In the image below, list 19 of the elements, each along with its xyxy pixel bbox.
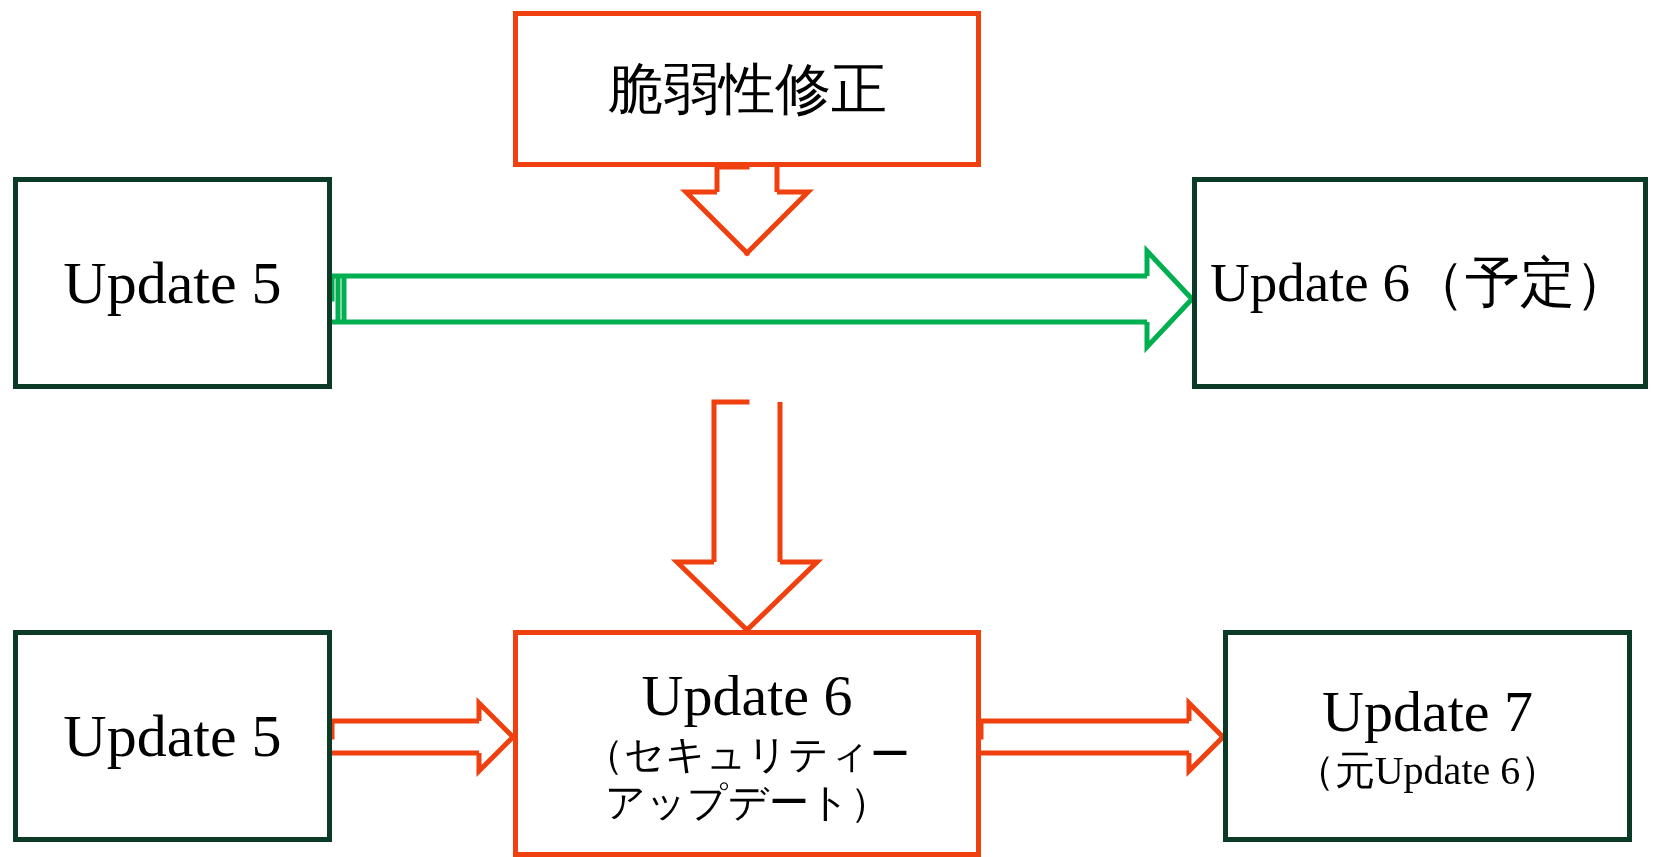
block-arrow [978,700,1226,774]
box-subtitle: （セキュリティーアップデート） [583,731,911,827]
box-title: Update 5 [63,249,282,318]
process-box [513,630,981,857]
block-arrow [329,700,516,774]
process-box [513,11,981,167]
process-box [13,630,332,842]
process-box [1223,630,1632,842]
box-title: Update 5 [63,702,282,771]
block-arrow [674,399,820,633]
process-box [1192,177,1648,389]
block-arrow [329,248,1195,350]
block-arrow [683,164,811,256]
box-title: Update 6 [641,661,853,730]
box-title: Update 7 [1322,678,1533,747]
process-box [13,177,332,389]
box-title: Update 6（予定） [1209,251,1631,315]
box-subtitle: （元Update 6） [1294,746,1561,795]
box-title: 脆弱性修正 [607,56,887,123]
